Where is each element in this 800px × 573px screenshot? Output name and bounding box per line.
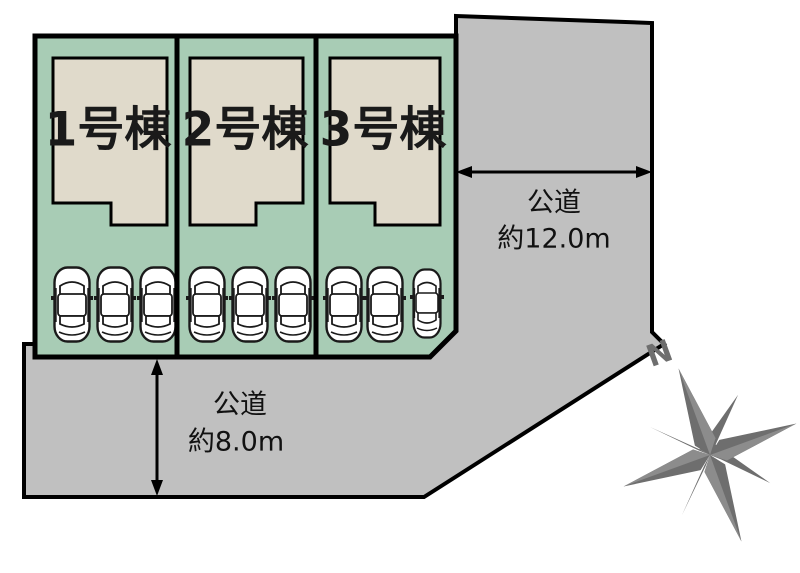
lot-2[interactable]: 2号棟 <box>182 56 316 343</box>
car-3-3 <box>408 268 446 339</box>
car-1-3 <box>135 266 181 343</box>
car-2-1 <box>184 266 230 343</box>
compass-point-nw <box>649 426 710 455</box>
parking-group-1 <box>49 266 181 343</box>
dimension-road-east: 公道 約12.0m <box>456 166 652 255</box>
compass-facet-e <box>710 423 797 461</box>
arrowhead-north-icon <box>151 359 163 375</box>
parking-group-3 <box>321 266 446 343</box>
compass-facet-s <box>704 455 742 542</box>
building-footprint-2 <box>188 56 305 227</box>
compass-facet-n <box>678 368 716 455</box>
compass-point-sw <box>681 455 710 516</box>
dimension-east-road-label: 公道 <box>527 188 581 219</box>
car-3-2 <box>362 266 408 343</box>
car-3-1 <box>321 266 367 343</box>
lot-3[interactable]: 3号棟 <box>320 56 448 343</box>
arrowhead-west-icon <box>456 166 472 178</box>
dimension-south-road-label: 公道 <box>213 390 267 421</box>
compass-star-icon <box>623 368 797 542</box>
arrowhead-east-icon <box>636 166 652 178</box>
building-footprint-1 <box>51 56 169 227</box>
building-footprint-3 <box>328 56 442 227</box>
building-label-3: 3号棟 <box>320 103 448 158</box>
dimension-east-width-label: 約12.0m <box>497 224 610 255</box>
dimension-south-width-label: 約8.0m <box>188 427 284 458</box>
building-label-1: 1号棟 <box>45 103 173 158</box>
arrowhead-south-icon <box>151 480 163 496</box>
dimension-road-south: 公道 約8.0m <box>151 359 284 496</box>
lot-1[interactable]: 1号棟 <box>45 56 181 343</box>
car-1-2 <box>92 266 138 343</box>
compass-rose: N <box>623 333 797 542</box>
compass-facet-w <box>623 449 710 487</box>
car-2-2 <box>227 266 273 343</box>
building-label-2: 2号棟 <box>182 103 310 158</box>
car-1-1 <box>49 266 95 343</box>
parking-group-2 <box>184 266 316 343</box>
car-2-3 <box>270 266 316 343</box>
